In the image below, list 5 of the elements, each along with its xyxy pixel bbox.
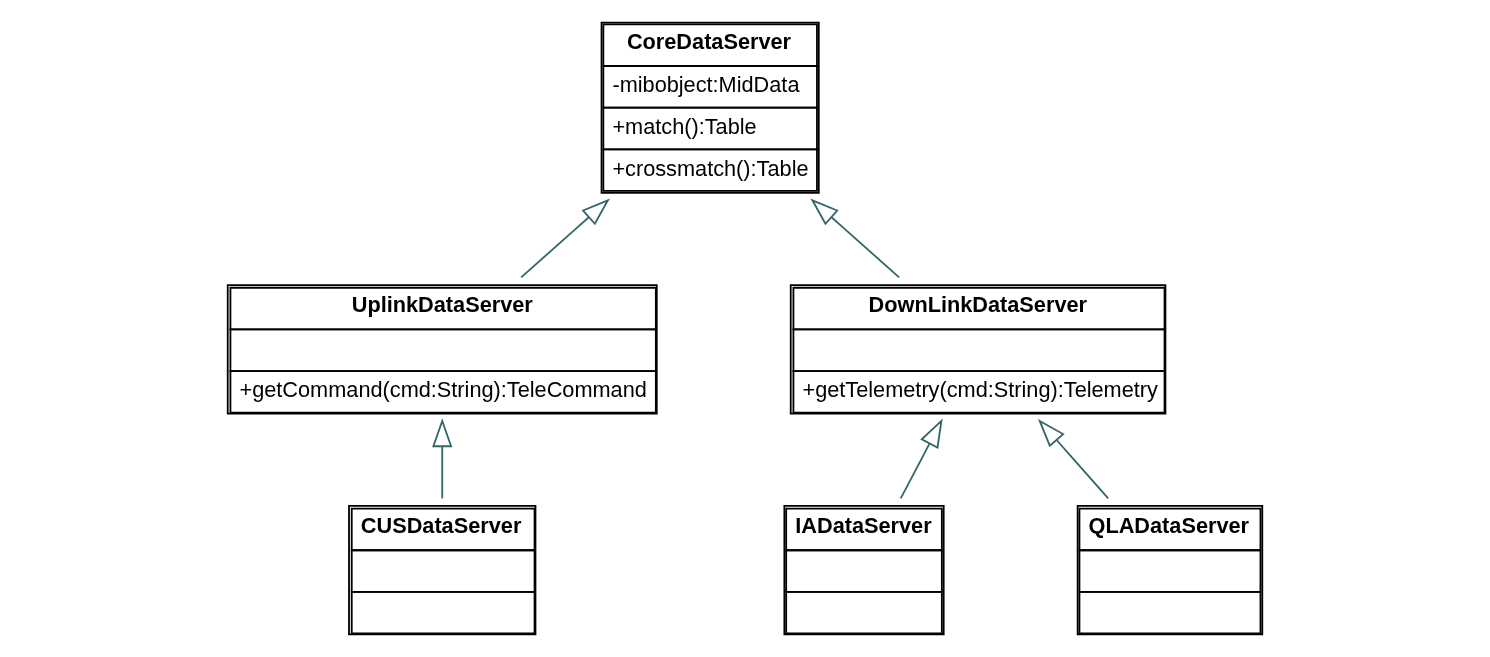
arrow [1037, 418, 1110, 500]
arrow [810, 198, 901, 279]
arrow [520, 198, 610, 279]
arrow [432, 418, 453, 500]
arrow [899, 418, 943, 500]
